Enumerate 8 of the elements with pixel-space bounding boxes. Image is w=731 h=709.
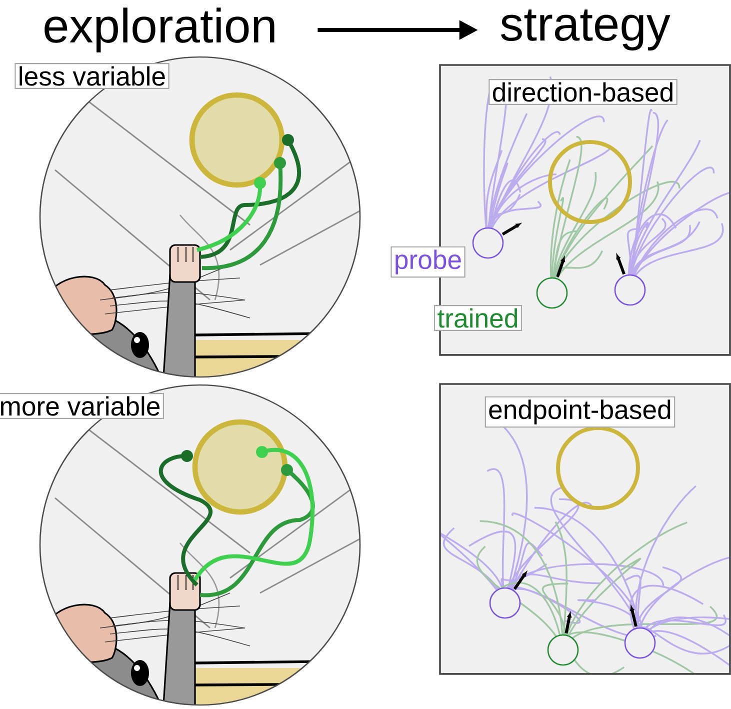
heading: strategy: [500, 10, 670, 50]
panel-label: endpoint-based: [484, 396, 676, 428]
trace-label: probe: [390, 246, 466, 278]
trace-label: trained: [434, 305, 522, 331]
panel-label: direction-based: [488, 79, 678, 105]
panel-label: more variable: [0, 393, 164, 419]
heading: exploration: [44, 8, 274, 52]
panel-label: less variable: [14, 63, 170, 89]
